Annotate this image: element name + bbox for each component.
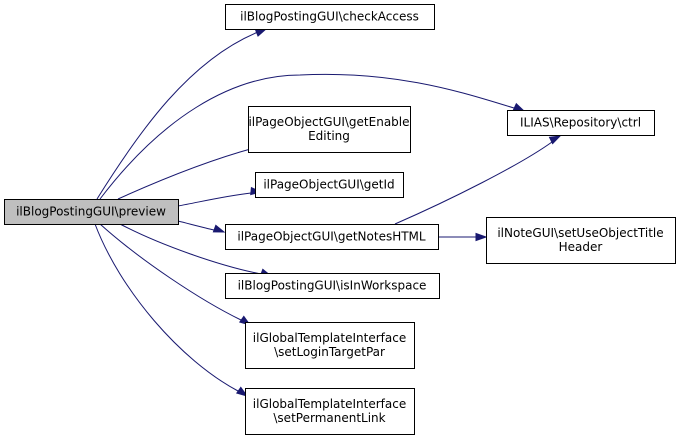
node-label: ilNoteGUI\setUseObjectTitle <box>497 226 663 240</box>
node-label: ilPageObjectGUI\getNotesHTML <box>237 230 426 244</box>
edge-getNotesHTML-to-ctrl <box>394 135 562 225</box>
edge-line <box>394 141 553 225</box>
node-label: Header <box>559 240 603 254</box>
edge-line <box>177 192 252 207</box>
edge-line <box>117 147 255 200</box>
node-label: ILIAS\Repository\ctrl <box>520 116 641 130</box>
edge-preview-to-getEnableEditing <box>117 141 266 200</box>
edge-preview-to-getNotesHTML <box>177 220 226 233</box>
node-label: Editing <box>308 129 350 143</box>
arrowhead <box>548 135 562 145</box>
node-isInWorkspace[interactable]: ilBlogPostingGUI\isInWorkspace <box>225 273 440 299</box>
node-ctrl[interactable]: ILIAS\Repository\ctrl <box>507 110 655 136</box>
node-label: \setPermanentLink <box>273 411 385 425</box>
node-label: ilGlobalTemplateInterface <box>253 331 406 345</box>
edge-line <box>99 73 515 200</box>
node-box <box>225 4 435 30</box>
node-label: ilPageObjectGUI\getId <box>263 178 394 192</box>
node-label: ilBlogPostingGUI\preview <box>16 205 166 219</box>
edge-line <box>177 220 215 231</box>
node-getId[interactable]: ilPageObjectGUI\getId <box>255 172 404 198</box>
node-box <box>255 172 404 198</box>
node-label: ilPageObjectGUI\getEnable <box>248 115 409 129</box>
edge-getNotesHTML-to-setUseObjectTitleHeader <box>438 232 488 242</box>
node-checkAccess[interactable]: ilBlogPostingGUI\checkAccess <box>225 4 435 30</box>
node-box <box>245 322 415 369</box>
node-box <box>225 224 439 250</box>
node-box <box>225 273 440 299</box>
node-box <box>4 199 179 225</box>
node-getNotesHTML[interactable]: ilPageObjectGUI\getNotesHTML <box>225 224 439 250</box>
nodes-layer: ilBlogPostingGUI\preview ilBlogPostingGUI… <box>4 4 676 435</box>
node-label: ilBlogPostingGUI\isInWorkspace <box>238 279 427 293</box>
edge-line <box>94 223 239 392</box>
node-box <box>248 106 411 153</box>
arrowhead <box>254 28 268 37</box>
edge-preview-to-setPermanentLink <box>94 223 249 397</box>
node-label: \setLoginTargetPar <box>274 345 385 359</box>
edge-line <box>119 223 262 275</box>
node-setLoginTargetPar[interactable]: ilGlobalTemplateInterface\setLoginTarget… <box>245 322 415 369</box>
arrowhead <box>212 224 226 233</box>
node-label: ilGlobalTemplateInterface <box>253 397 406 411</box>
edge-preview-to-ctrl <box>99 73 526 200</box>
arrowhead <box>235 386 249 397</box>
node-preview[interactable]: ilBlogPostingGUI\preview <box>4 199 179 225</box>
node-setPermanentLink[interactable]: ilGlobalTemplateInterface\setPermanentLi… <box>245 388 415 435</box>
edge-line <box>99 223 242 321</box>
arrowhead <box>512 102 526 112</box>
node-box <box>245 388 415 435</box>
edge-preview-to-getId <box>177 186 263 207</box>
node-box <box>507 110 655 136</box>
node-label: ilBlogPostingGUI\checkAccess <box>240 10 419 24</box>
edge-preview-to-checkAccess <box>96 28 268 200</box>
node-box <box>486 217 676 264</box>
edge-line <box>96 31 259 200</box>
arrowhead <box>475 232 488 242</box>
